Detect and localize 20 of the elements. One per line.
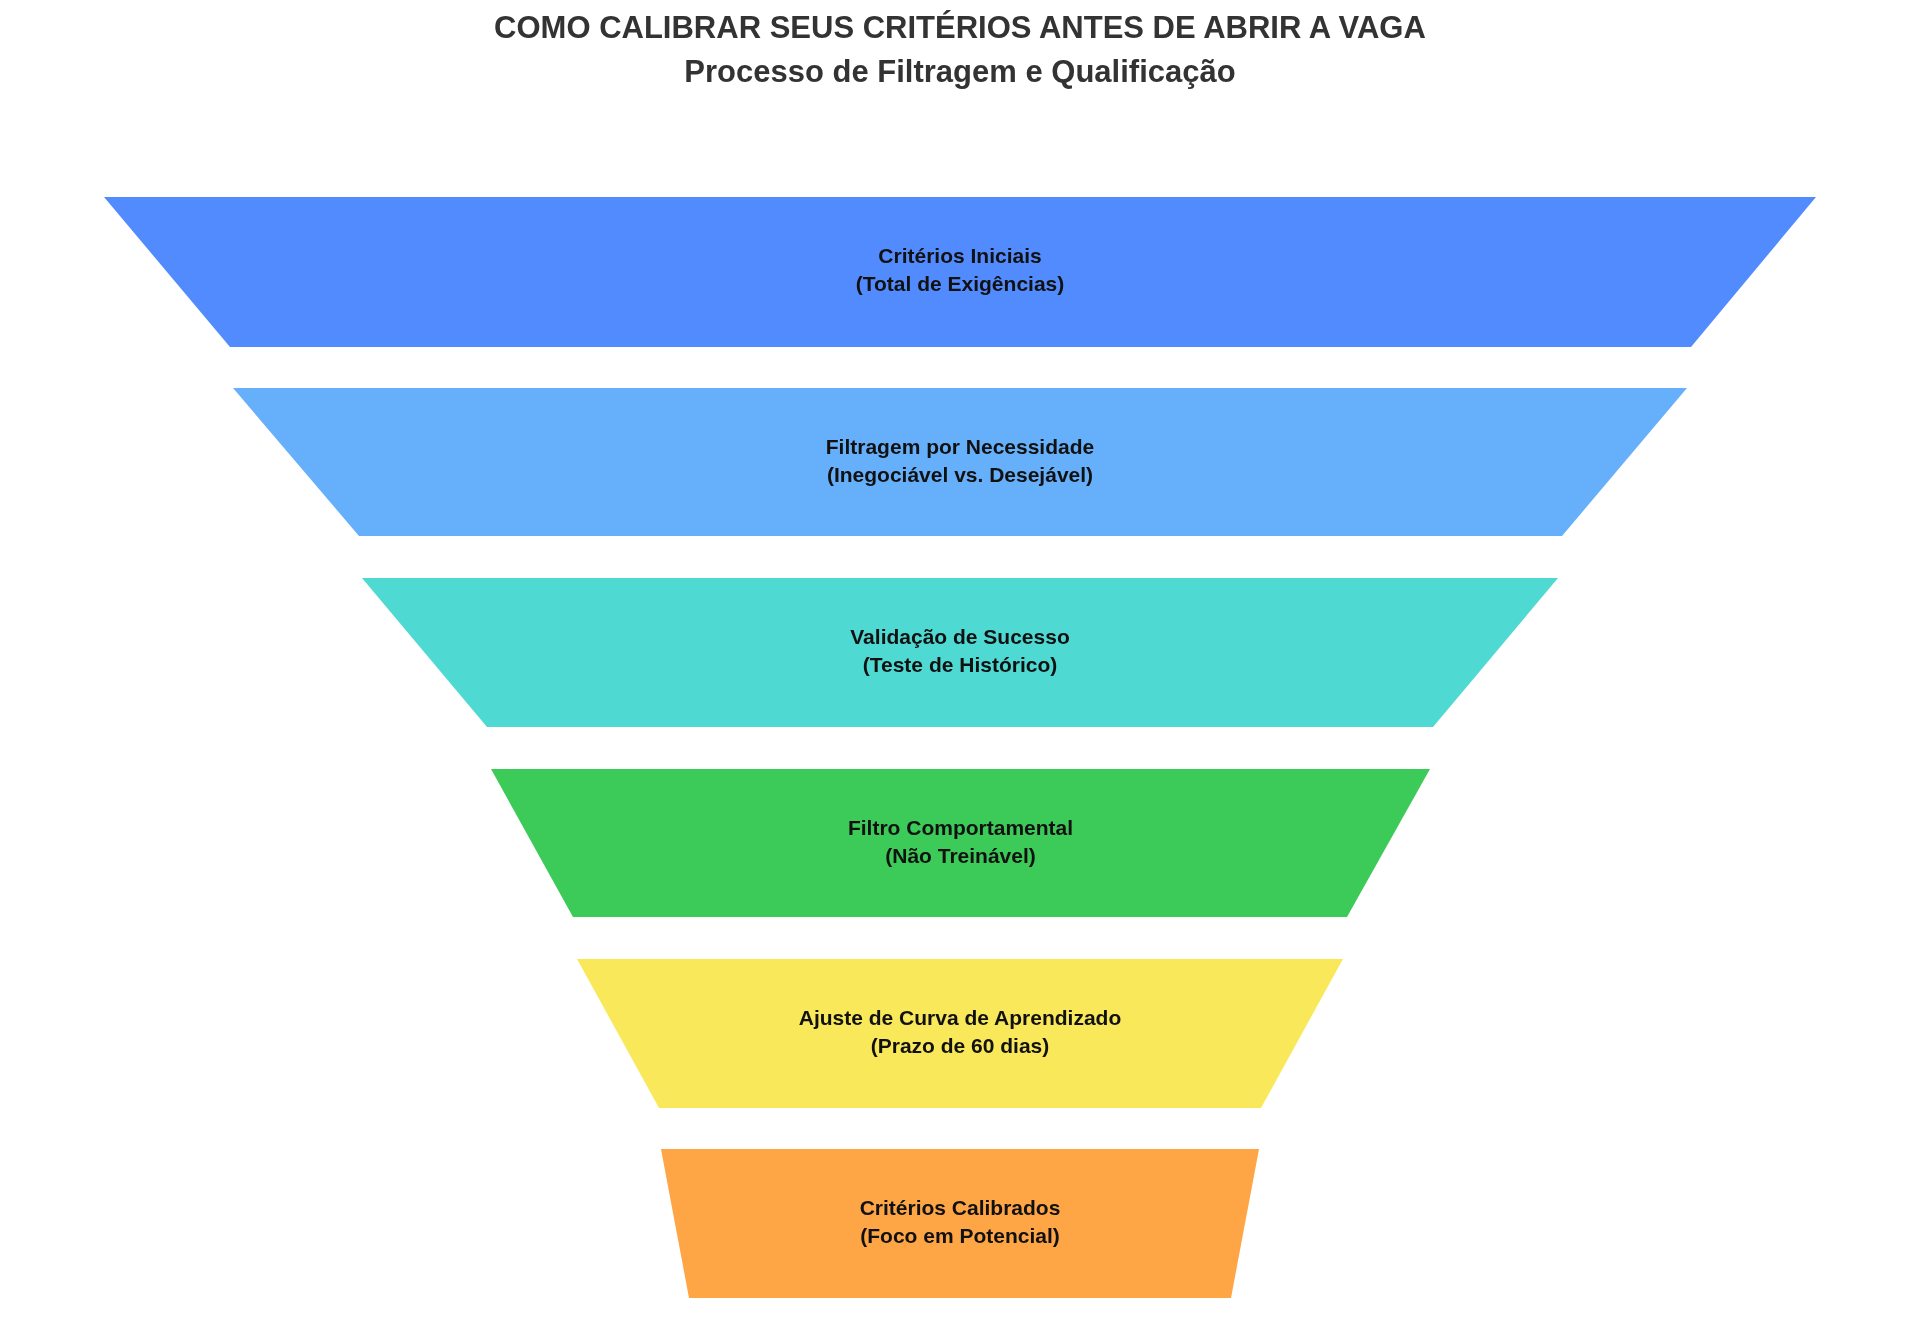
stage-subtitle: (Prazo de 60 dias) (870, 1033, 1050, 1059)
stage-title: Filtro Comportamental (847, 815, 1074, 841)
funnel-stage (362, 578, 1558, 727)
stage-subtitle: (Teste de Histórico) (862, 652, 1058, 678)
diagram-title: COMO CALIBRAR SEUS CRITÉRIOS ANTES DE ABRIR A VAGA (494, 9, 1426, 47)
stage-subtitle: (Foco em Potencial) (860, 1223, 1060, 1249)
stage-title: Validação de Sucesso (850, 624, 1070, 650)
stage-subtitle: (Inegociável vs. Desejável) (826, 462, 1094, 488)
stage-title: Critérios Iniciais (878, 243, 1042, 269)
funnel-stage (104, 197, 1816, 347)
stage-title: Filtragem por Necessidade (825, 434, 1095, 460)
stage-subtitle: (Não Treinável) (885, 843, 1036, 869)
funnel-stage (233, 388, 1687, 536)
stage-title: Ajuste de Curva de Aprendizado (798, 1005, 1122, 1031)
funnel-stage (491, 769, 1430, 917)
stage-subtitle: (Total de Exigências) (855, 271, 1065, 297)
funnel-stage (661, 1149, 1259, 1298)
diagram-subtitle: Processo de Filtragem e Qualificação (684, 53, 1236, 91)
stage-title: Critérios Calibrados (859, 1195, 1061, 1221)
funnel-stage (577, 959, 1343, 1108)
